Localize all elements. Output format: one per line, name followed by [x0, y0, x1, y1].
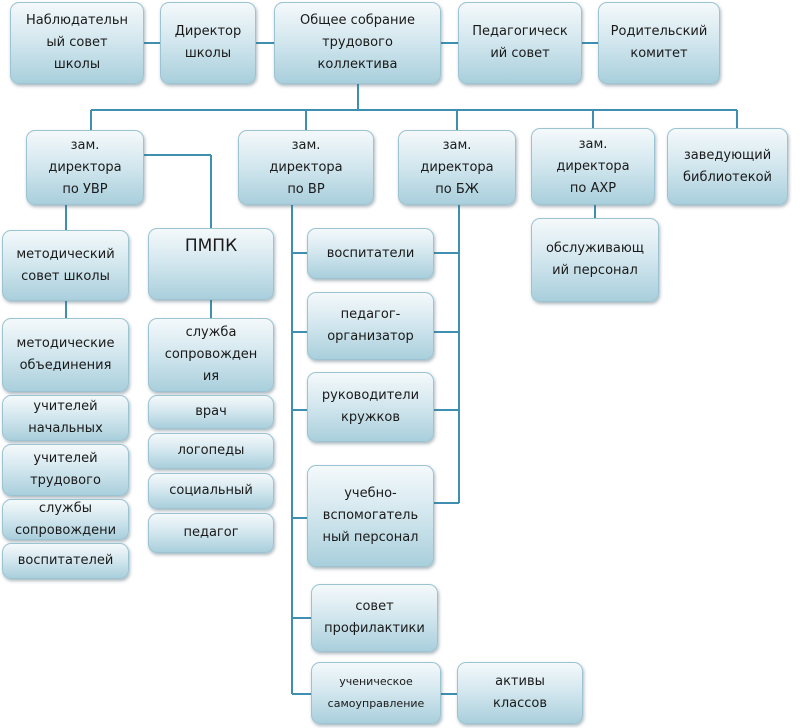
box-parent-committee: Родительский комитет [598, 2, 720, 84]
box-auxiliary-staff: учебно- вспомогатель ный персонал [307, 465, 434, 567]
box-deputy-bzh: зам. директора по БЖ [398, 130, 516, 205]
box-student-government: ученическое самоуправление [311, 662, 441, 724]
box-educators: воспитателей [2, 543, 129, 579]
box-deputy-vr: зам. директора по ВР [238, 130, 374, 205]
box-social: социальный [148, 473, 274, 509]
box-pedagogue-organizer: педагог- организатор [307, 292, 434, 360]
box-tutors: воспитатели [307, 228, 434, 279]
box-club-leaders: руководители кружков [307, 372, 434, 442]
box-class-activists: активы классов [457, 662, 583, 724]
box-supervisory-board: Наблюдательн ый совет школы [10, 2, 144, 84]
box-pedagogical-council: Педагогическ ий совет [458, 2, 582, 84]
box-deputy-uvr: зам. директора по УВР [26, 130, 144, 205]
box-school-director: Директор школы [160, 2, 256, 84]
box-service-staff: обслуживающ ий персонал [531, 218, 659, 302]
box-head-librarian: заведующий библиотекой [667, 128, 788, 205]
box-methodical-associations: методические объединения [2, 318, 129, 392]
box-methodical-council: методический совет школы [2, 230, 129, 301]
box-pmpk: ПМПК [148, 228, 274, 300]
box-prevention-council: совет профилактики [311, 584, 438, 652]
box-support-services: службы сопровождени [2, 499, 129, 540]
box-general-meeting: Общее собрание трудового коллектива [274, 2, 441, 84]
box-doctor: врач [148, 395, 274, 429]
box-speech-therapists: логопеды [148, 433, 274, 469]
box-pedagogue: педагог [148, 513, 274, 553]
box-support-service: служба сопровожден ия [148, 318, 274, 392]
box-deputy-ahr: зам. директора по АХР [531, 128, 655, 205]
box-primary-teachers: учителей начальных [2, 395, 129, 441]
box-labor-teachers: учителей трудового [2, 444, 129, 496]
